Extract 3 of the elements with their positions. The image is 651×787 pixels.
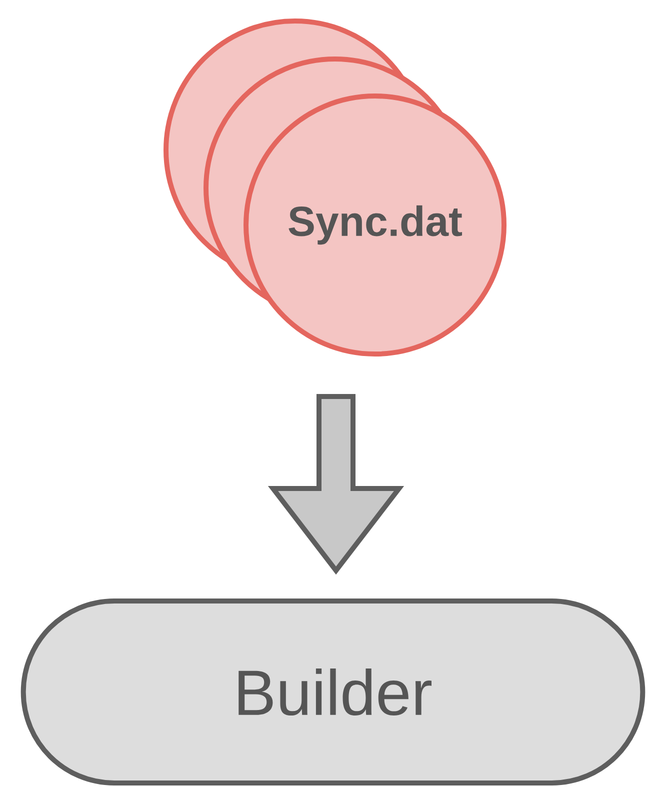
block-arrow — [268, 394, 404, 575]
process-box: Builder — [20, 598, 646, 786]
file-stack: Sync.dat — [164, 18, 506, 356]
